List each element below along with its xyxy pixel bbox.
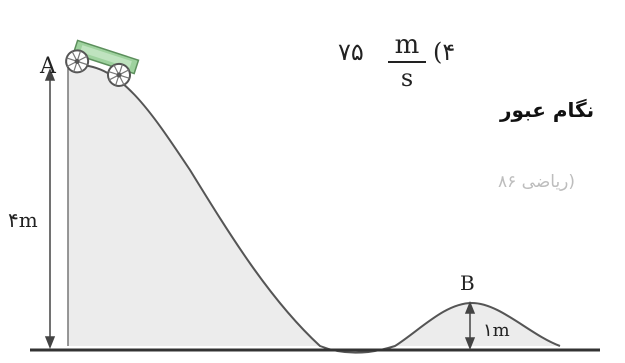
hill-a-fill: [68, 65, 320, 346]
answer-option-4[interactable]: ۷۵ m s (۴: [338, 30, 468, 92]
unit-numerator: m: [394, 30, 420, 60]
cart-icon: [65, 39, 140, 87]
fraction-bar: [388, 61, 426, 63]
option-value: ۷۵: [338, 38, 364, 66]
height-arrow-b: [464, 300, 476, 351]
point-a-label: A: [40, 54, 56, 79]
option-unit-fraction: m s: [388, 30, 426, 92]
height-a-label: ۴m: [8, 208, 38, 232]
question-text-fragment: نگام عبور: [500, 98, 595, 122]
option-index: (۴: [433, 38, 456, 66]
source-reference: (ریاضی ۸۶: [498, 172, 576, 192]
height-b-label: ۱m: [483, 320, 510, 341]
hill-b-fill: [395, 303, 560, 346]
height-arrow-a: [44, 67, 56, 350]
unit-denominator: s: [400, 64, 414, 92]
point-b-label: B: [460, 271, 475, 295]
